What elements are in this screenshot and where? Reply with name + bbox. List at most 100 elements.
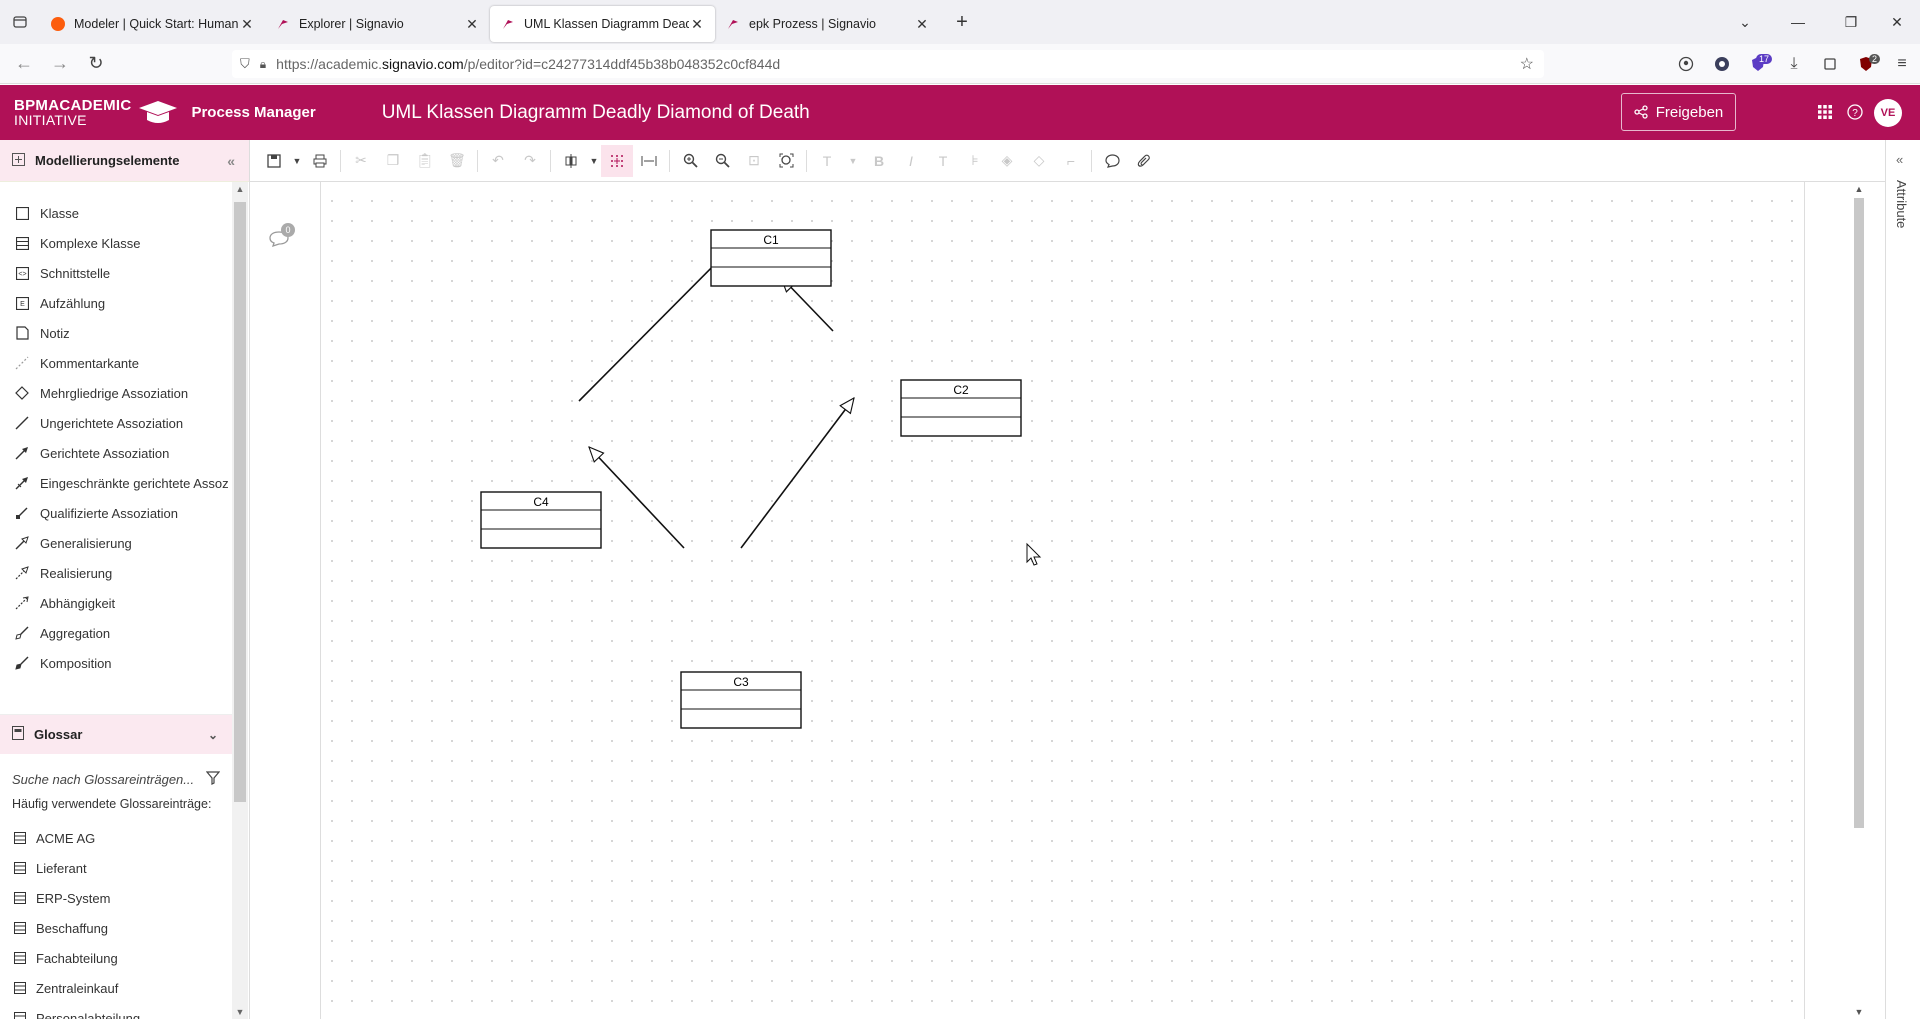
lock-icon[interactable]: 🔒︎ — [259, 56, 267, 71]
snap-to-grid-icon[interactable] — [601, 144, 633, 177]
bold-icon[interactable]: B — [873, 152, 885, 169]
tab-list-icon[interactable] — [0, 0, 40, 44]
left-panel-scrollbar[interactable]: ▲ ▼ — [232, 182, 248, 1019]
browser-tab-epk[interactable]: epk Prozess | Signavio ✕ — [715, 6, 940, 42]
glossary-item[interactable]: Personalabteilung — [0, 1003, 232, 1019]
glossary-header[interactable]: Glossar ⌄ — [0, 714, 232, 754]
reload-icon[interactable]: ↻ — [88, 53, 104, 73]
eraser-icon[interactable]: ◇ — [1033, 152, 1045, 168]
ublock-icon[interactable]: 2 — [1848, 54, 1884, 72]
stencil-item[interactable]: Gerichtete Assoziation — [0, 438, 232, 468]
url-bar[interactable]: ⛉ 🔒︎ https://academic.signavio.com/p/edi… — [232, 50, 1544, 78]
minimize-icon[interactable]: — — [1791, 14, 1805, 30]
restore-icon[interactable]: ❐ — [1844, 13, 1858, 30]
stencil-item[interactable]: Klasse — [0, 198, 232, 228]
fill-color-icon[interactable]: ◈ — [1001, 152, 1013, 168]
chevron-down-icon[interactable]: ⌄ — [207, 727, 218, 742]
copy-icon[interactable]: ❐ — [386, 152, 400, 168]
expand-panel-icon[interactable]: « — [1896, 152, 1904, 167]
share-button[interactable]: Freigeben — [1621, 93, 1736, 131]
stencil-item[interactable]: Realisierung — [0, 558, 232, 588]
text-align-icon[interactable]: ⊧ — [971, 152, 979, 168]
extension-shield-icon[interactable]: 17 — [1740, 54, 1776, 72]
glossary-item[interactable]: Beschaffung — [0, 913, 232, 943]
shield-icon[interactable]: ⛉ — [240, 56, 250, 71]
glossary-item[interactable]: Lieferant — [0, 853, 232, 883]
browser-tab-uml[interactable]: UML Klassen Diagramm Deadly ✕ — [490, 6, 715, 42]
bookmark-star-icon[interactable]: ☆ — [1519, 56, 1534, 73]
menu-hamburger-icon[interactable]: ≡ — [1897, 55, 1907, 72]
distribute-icon[interactable] — [633, 145, 665, 177]
align-dropdown-icon[interactable]: ▼ — [589, 155, 599, 166]
uml-class-c1[interactable]: C1 — [710, 229, 832, 287]
download-icon[interactable]: ⤓ — [1790, 55, 1798, 72]
text-style-icon[interactable]: T — [938, 152, 948, 169]
paste-icon[interactable]: 📋︎ — [416, 152, 434, 168]
uml-class-c4[interactable]: C4 — [480, 491, 602, 549]
browser-tab-modeler[interactable]: Modeler | Quick Start: Human T ✕ — [40, 6, 265, 42]
glossary-item[interactable]: Zentraleinkauf — [0, 973, 232, 1003]
close-tab-icon[interactable]: ✕ — [916, 15, 928, 32]
user-avatar[interactable]: VE — [1874, 99, 1902, 127]
browser-tab-explorer[interactable]: Explorer | Signavio ✕ — [265, 6, 490, 42]
diagram-paper[interactable]: C1 C2 C3 C4 — [320, 182, 1805, 1019]
collapse-panel-icon[interactable]: « — [227, 152, 235, 169]
stencil-item[interactable]: Kommentarkante — [0, 348, 232, 378]
tab-overflow-chevron-icon[interactable]: ⌄ — [1739, 13, 1751, 30]
stencil-item[interactable]: Notiz — [0, 318, 232, 348]
back-icon[interactable]: ← — [15, 53, 33, 73]
comment-icon[interactable] — [1096, 145, 1128, 177]
bpm-academic-logo[interactable]: BPMACADEMIC INITIATIVE — [14, 98, 179, 127]
zoom-reset-icon[interactable] — [770, 145, 802, 177]
stencil-item[interactable]: Eingeschränkte gerichtete Assoz — [0, 468, 232, 498]
filter-icon[interactable] — [205, 770, 221, 788]
redo-icon[interactable]: ↷ — [524, 152, 536, 168]
stencil-item[interactable]: Qualifizierte Assoziation — [0, 498, 232, 528]
extensions-puzzle-icon[interactable] — [1812, 56, 1848, 72]
format-painter-icon[interactable]: ⌐ — [1066, 152, 1076, 169]
zoom-in-icon[interactable] — [674, 145, 706, 177]
generalization-edge-c3-c2[interactable] — [740, 398, 854, 549]
glossary-item[interactable]: ACME AG — [0, 823, 232, 853]
glossary-item[interactable]: ERP-System — [0, 883, 232, 913]
delete-icon[interactable]: 🗑︎ — [448, 152, 466, 168]
font-size-icon[interactable]: T — [822, 152, 832, 169]
stencil-item[interactable]: Abhängigkeit — [0, 588, 232, 618]
comments-bubble-icon[interactable]: 0 — [266, 222, 296, 252]
save-icon[interactable] — [258, 145, 290, 177]
close-window-icon[interactable]: ✕ — [1891, 13, 1903, 30]
uml-class-c3[interactable]: C3 — [680, 671, 802, 729]
product-name[interactable]: Process Manager — [191, 104, 316, 121]
close-tab-icon[interactable]: ✕ — [691, 15, 703, 32]
stencil-item[interactable]: Mehrgliedrige Assoziation — [0, 378, 232, 408]
font-dropdown-icon[interactable]: ▼ — [848, 155, 858, 166]
generalization-edge-c3-c4[interactable] — [589, 447, 685, 549]
italic-icon[interactable]: I — [909, 152, 913, 169]
forward-icon[interactable]: → — [51, 53, 69, 73]
glossary-search-input[interactable]: Suche nach Glossareinträgen... — [12, 767, 221, 791]
stencil-item[interactable]: Ungerichtete Assoziation — [0, 408, 232, 438]
account-icon[interactable] — [1668, 56, 1704, 72]
vpn-icon[interactable] — [1704, 56, 1740, 72]
attachment-icon[interactable] — [1128, 145, 1160, 177]
new-tab-button[interactable]: + — [956, 10, 968, 33]
stencil-item[interactable]: <>Schnittstelle — [0, 258, 232, 288]
glossary-item[interactable]: Fachabteilung — [0, 943, 232, 973]
stencil-item[interactable]: Komplexe Klasse — [0, 228, 232, 258]
align-icon[interactable] — [555, 145, 587, 177]
close-tab-icon[interactable]: ✕ — [241, 15, 253, 32]
apps-grid-icon[interactable] — [1814, 101, 1836, 123]
uml-class-c2[interactable]: C2 — [900, 379, 1022, 437]
zoom-fit-icon[interactable]: ⊡ — [748, 152, 760, 168]
attributes-panel-label[interactable]: Attribute — [1894, 180, 1909, 229]
stencil-item[interactable]: Komposition — [0, 648, 232, 678]
undo-icon[interactable]: ↶ — [492, 152, 504, 168]
close-tab-icon[interactable]: ✕ — [466, 15, 478, 32]
cut-icon[interactable]: ✂ — [355, 152, 367, 168]
help-icon[interactable]: ? — [1844, 101, 1866, 123]
zoom-out-icon[interactable] — [706, 145, 738, 177]
print-icon[interactable] — [304, 145, 336, 177]
canvas-vertical-scrollbar[interactable]: ▲ ▼ — [1854, 184, 1864, 1017]
save-dropdown-icon[interactable]: ▼ — [292, 155, 302, 166]
